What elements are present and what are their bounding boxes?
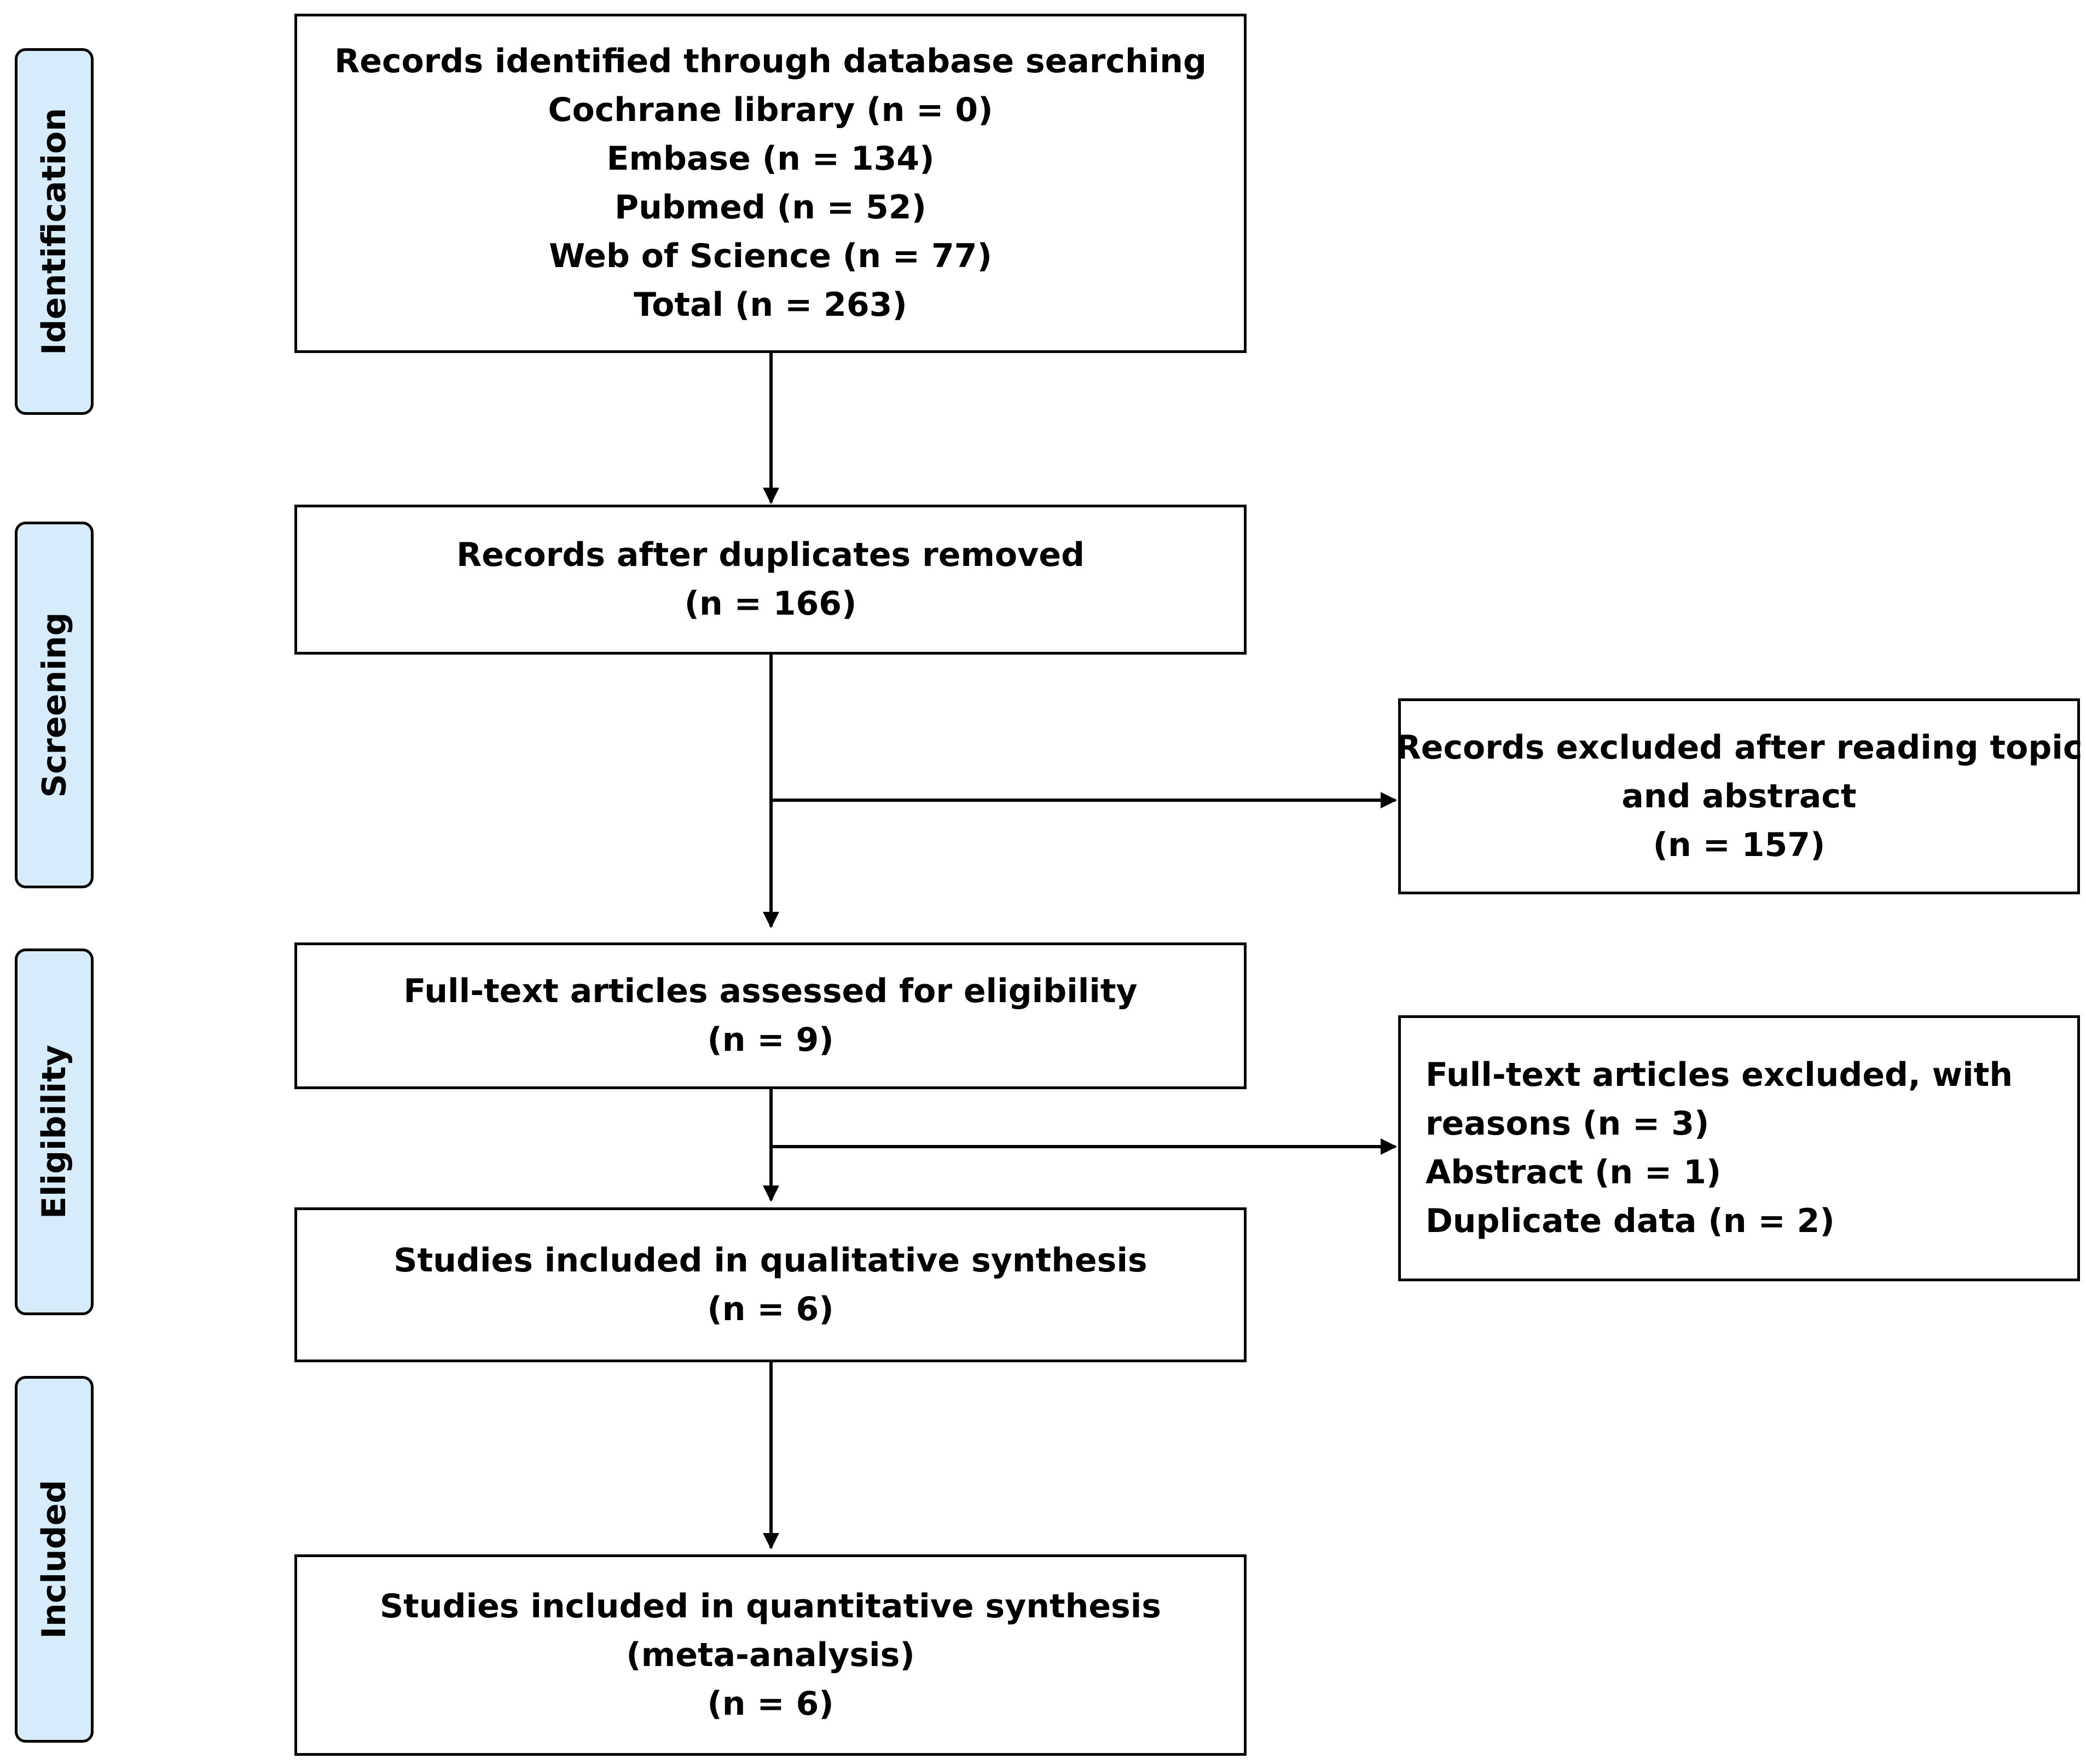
- excluded-abstract-count: Abstract (n = 1): [1426, 1153, 1722, 1192]
- quantitative-subheading: (meta-analysis): [626, 1635, 915, 1674]
- cochrane-count: Cochrane library (n = 0): [548, 91, 993, 129]
- full-text-excluded-reasons: reasons (n = 3): [1426, 1104, 1710, 1143]
- stage-included-label: Included: [35, 1479, 74, 1639]
- records-excluded-topic-box: Records excluded after reading topic and…: [1395, 698, 2083, 894]
- stage-eligibility-label: Eligibility: [35, 1044, 74, 1219]
- stage-screening-label: Screening: [35, 612, 74, 798]
- stage-identification-label: Identification: [35, 108, 74, 355]
- records-after-duplicates-box: Records after duplicates removed (n = 16…: [294, 505, 1247, 655]
- quantitative-heading: Studies included in quantitative synthes…: [379, 1587, 1162, 1626]
- embase-count: Embase (n = 134): [606, 140, 935, 178]
- records-identified-heading: Records identified through database sear…: [334, 42, 1207, 80]
- full-text-excluded-box: Full-text articles excluded, with reason…: [1398, 1015, 2080, 1281]
- full-text-excluded-heading: Full-text articles excluded, with: [1426, 1056, 2013, 1094]
- excluded-topic-count: (n = 157): [1653, 825, 1826, 864]
- stage-included: Included: [15, 1376, 94, 1743]
- excluded-topic-heading-cont: and abstract: [1621, 777, 1857, 816]
- stage-identification: Identification: [15, 48, 94, 415]
- full-text-assessed-heading: Full-text articles assessed for eligibil…: [403, 972, 1138, 1010]
- full-text-assessed-box: Full-text articles assessed for eligibil…: [294, 942, 1247, 1089]
- qualitative-heading: Studies included in qualitative synthesi…: [393, 1241, 1148, 1280]
- excluded-topic-heading: Records excluded after reading topic: [1395, 728, 2083, 767]
- excluded-duplicate-count: Duplicate data (n = 2): [1426, 1202, 1835, 1240]
- after-duplicates-count: (n = 166): [684, 585, 857, 623]
- qualitative-synthesis-box: Studies included in qualitative synthesi…: [294, 1207, 1247, 1362]
- pubmed-count: Pubmed (n = 52): [615, 188, 926, 227]
- qualitative-count: (n = 6): [707, 1289, 834, 1328]
- stage-screening: Screening: [15, 522, 94, 888]
- full-text-assessed-count: (n = 9): [707, 1021, 834, 1059]
- quantitative-count: (n = 6): [707, 1684, 834, 1723]
- quantitative-synthesis-box: Studies included in quantitative synthes…: [294, 1554, 1247, 1756]
- after-duplicates-heading: Records after duplicates removed: [456, 536, 1085, 574]
- web-of-science-count: Web of Science (n = 77): [549, 237, 992, 275]
- records-identified-box: Records identified through database sear…: [294, 14, 1247, 353]
- stage-eligibility: Eligibility: [15, 948, 94, 1315]
- total-count: Total (n = 263): [634, 286, 907, 324]
